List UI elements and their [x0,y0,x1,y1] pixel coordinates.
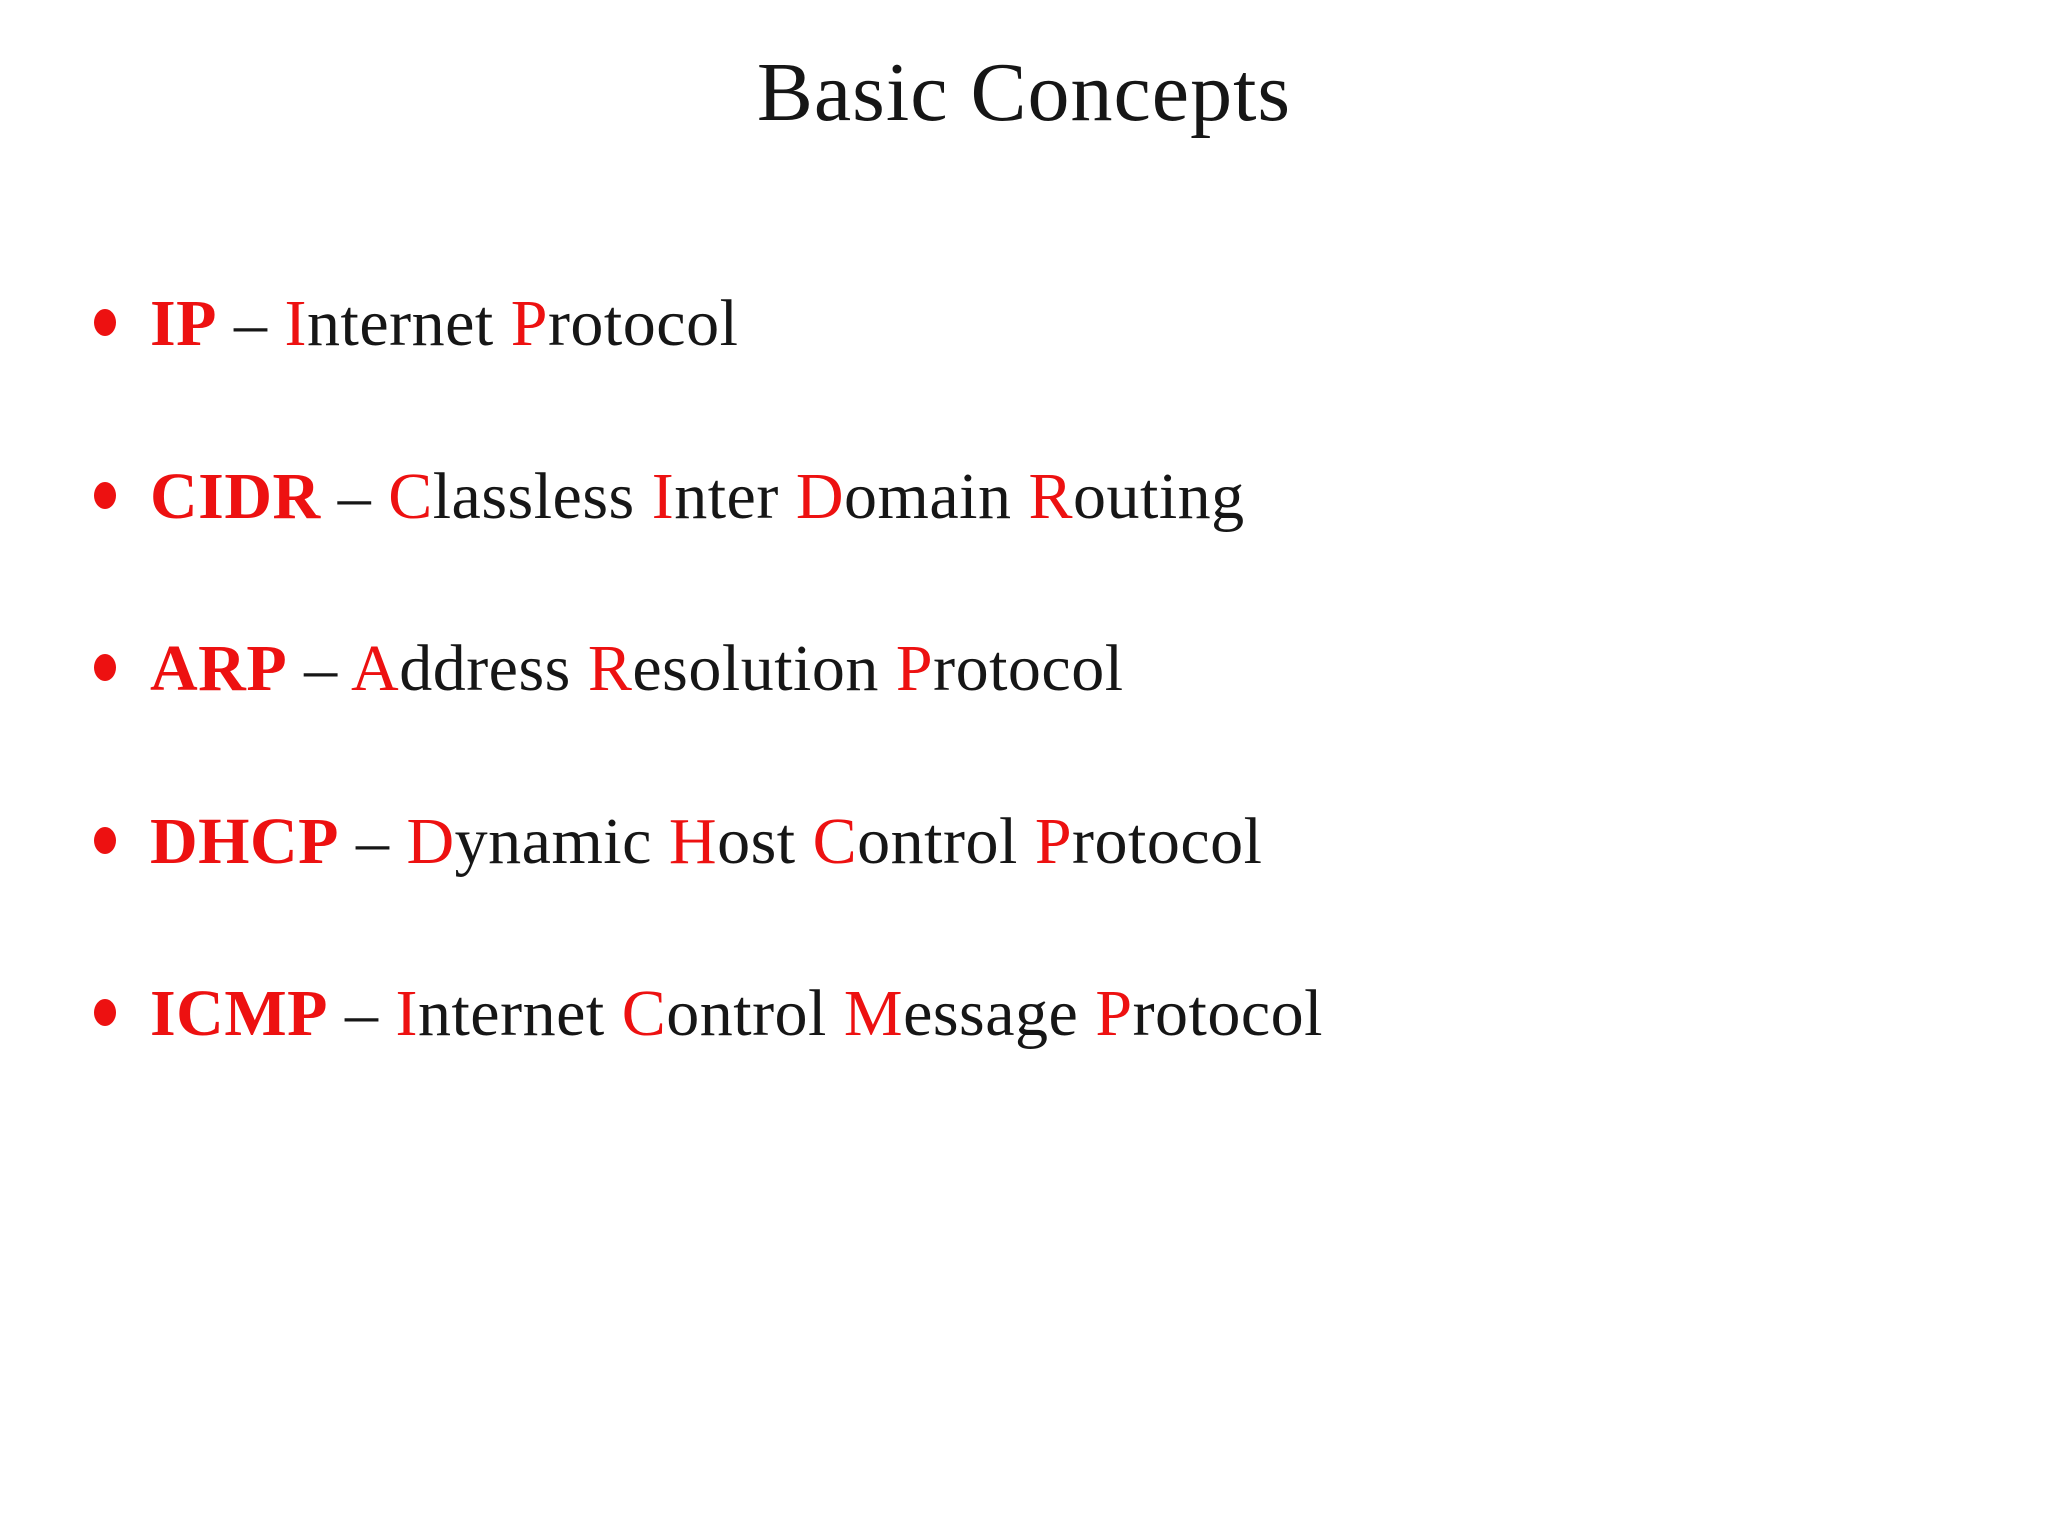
expansion-word: Dynamic [406,804,669,878]
bullet-marker-icon [94,654,116,681]
expansion-word-initial: P [1095,977,1133,1050]
expansion-word-initial: C [388,459,433,533]
expansion-word: Address [351,632,588,705]
separator-dash: – [217,287,285,360]
expansion-word-initial: R [1028,459,1073,533]
expansion-word: Message [843,977,1096,1050]
expansion-word: Control [621,977,844,1050]
expansion-word: Classless [388,459,652,533]
acronym: IP [150,287,217,360]
acronym: DHCP [150,804,339,878]
acronym: ICMP [150,977,328,1050]
expansion-word: Inter [651,459,796,533]
expansion-word: Host [668,804,813,878]
expansion-word-initial: C [621,977,667,1050]
bullet-item: IP – Internet Protocol [94,283,1988,366]
bullet-marker-icon [94,309,116,336]
bullet-marker-icon [94,999,116,1026]
expansion-word: Protocol [1095,977,1324,1050]
expansion-word-initial: I [651,459,675,533]
expansion-word-initial: P [510,287,548,360]
bullet-item: ARP – Address Resolution Protocol [94,628,1988,711]
expansion-word: Protocol [895,632,1124,705]
bullet-marker-icon [94,481,116,509]
expansion-word-initial: P [1034,804,1073,878]
expansion-word-initial: H [668,804,718,878]
expansion-word: Resolution [587,632,896,705]
separator-dash: – [287,632,352,705]
expansion-word-initial: A [351,632,400,705]
bullet-item: DHCP – Dynamic Host Control Protocol [94,801,1988,884]
bullet-item: ICMP – Internet Control Message Protocol [94,973,1988,1056]
expansion-word-initial: P [895,632,934,705]
expansion-word: Routing [1028,459,1245,533]
bullet-marker-icon [94,826,116,854]
slide-title: Basic Concepts [756,46,1292,139]
expansion-word-initial: C [812,804,858,878]
expansion-word: Protocol [510,287,739,360]
expansion-word: Internet [284,287,511,360]
acronym: ARP [150,632,288,705]
separator-dash: – [338,804,407,878]
expansion-word: Control [812,804,1035,878]
expansion-word-initial: D [406,804,455,878]
separator-dash: – [320,459,389,533]
expansion-word: Internet [395,977,622,1050]
bullet-item: CIDR – Classless Inter Domain Routing [94,456,1988,539]
expansion-word: Protocol [1034,804,1263,878]
expansion-word: Domain [795,459,1029,533]
expansion-word-initial: M [843,977,904,1050]
expansion-word-initial: R [587,632,633,705]
expansion-word-initial: I [284,287,307,360]
separator-dash: – [327,977,396,1050]
expansion-word-initial: D [795,459,844,533]
expansion-word-initial: I [395,977,418,1050]
acronym: CIDR [150,459,321,533]
